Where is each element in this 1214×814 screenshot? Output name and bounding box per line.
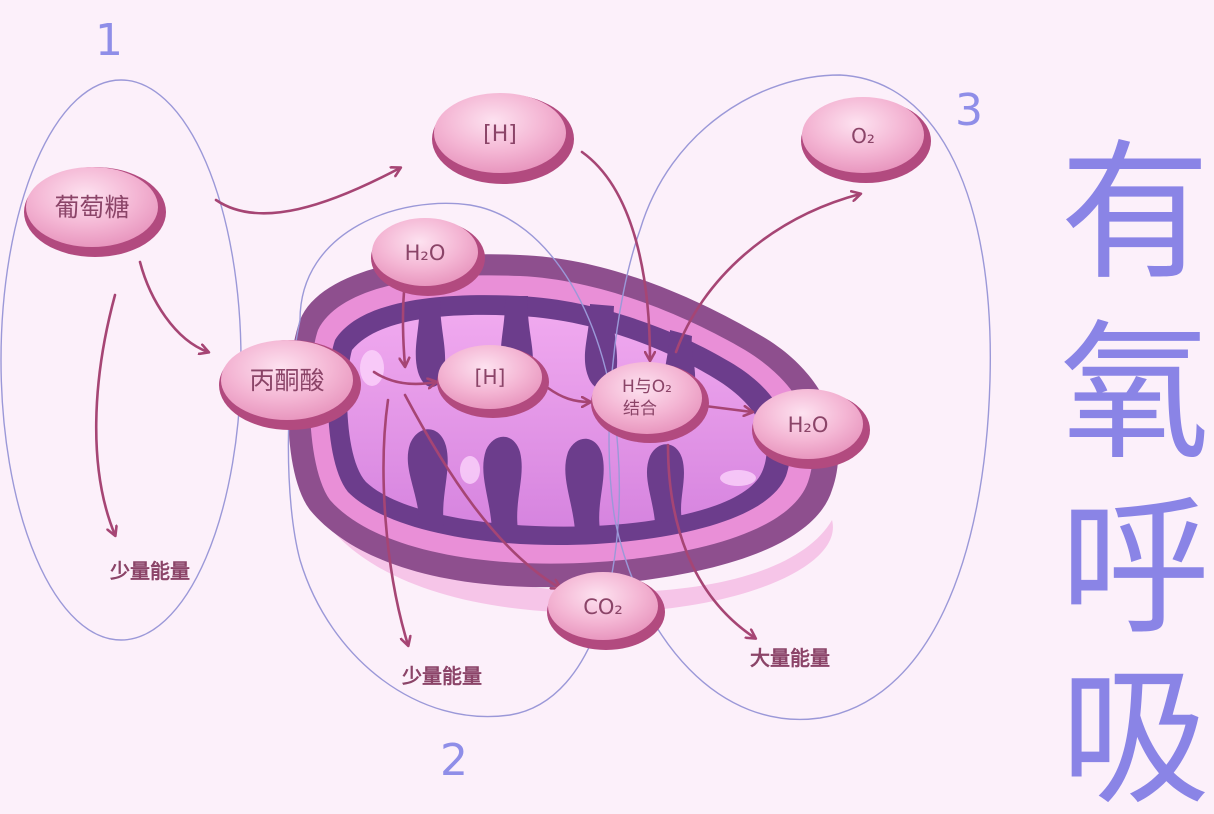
oxygen-label: O₂ bbox=[851, 124, 875, 148]
stage3-outline bbox=[608, 74, 992, 721]
arrow-glucose-to-pyruvate bbox=[138, 260, 208, 352]
co2-label: CO₂ bbox=[583, 595, 623, 619]
combine-label-line1: H与O₂ bbox=[622, 377, 672, 397]
h-mid-label: [H] bbox=[475, 365, 506, 389]
arrow-water-down bbox=[403, 290, 405, 366]
title-char-3: 呼 bbox=[1060, 482, 1210, 656]
h-top-label: [H] bbox=[483, 122, 517, 147]
energy-label-stage3: 大量能量 bbox=[750, 646, 830, 670]
arrow-h-mid-to-combine bbox=[546, 386, 590, 402]
water-in-label: H₂O bbox=[405, 241, 446, 265]
node-h-mid: [H] bbox=[437, 345, 549, 418]
mitochondrion bbox=[288, 254, 839, 613]
arrow-pyruvate-to-co2 bbox=[403, 393, 560, 588]
stage-number-2: 2 bbox=[440, 735, 468, 786]
node-water-out: H₂O bbox=[752, 389, 870, 469]
energy-label-stage2: 少量能量 bbox=[401, 664, 482, 688]
nodes: 葡萄糖 [H] H₂O 丙酮酸 [H] H与O₂ bbox=[24, 93, 931, 650]
stage-number-3: 3 bbox=[955, 85, 983, 136]
node-glucose: 葡萄糖 bbox=[24, 167, 166, 257]
diagram-title: 有 氧 呼 吸 bbox=[1060, 127, 1210, 814]
water-out-label: H₂O bbox=[788, 413, 829, 437]
node-h-top: [H] bbox=[432, 93, 574, 184]
arrows bbox=[94, 150, 860, 645]
stage1-outline bbox=[0, 79, 242, 641]
arrow-glucose-to-h bbox=[214, 168, 400, 215]
combine-label-line2: 结合 bbox=[623, 399, 657, 419]
matrix-highlights bbox=[360, 350, 756, 486]
arrow-pyruvate-to-h bbox=[372, 370, 436, 384]
arrow-combine-to-o2 bbox=[674, 194, 860, 354]
arrow-glucose-to-energy1 bbox=[94, 293, 115, 535]
glucose-label: 葡萄糖 bbox=[54, 193, 129, 222]
title-char-2: 氧 bbox=[1060, 307, 1210, 481]
node-oxygen: O₂ bbox=[801, 97, 931, 183]
stage-number-1: 1 bbox=[95, 15, 123, 66]
pyruvate-label: 丙酮酸 bbox=[249, 366, 324, 395]
energy-label-stage1: 少量能量 bbox=[109, 559, 190, 583]
node-pyruvate: 丙酮酸 bbox=[219, 340, 361, 430]
node-combine: H与O₂ 结合 bbox=[591, 362, 709, 443]
arrow-h-top-down bbox=[580, 150, 650, 360]
title-char-4: 吸 bbox=[1060, 652, 1210, 814]
arrow-combine-to-water bbox=[703, 404, 752, 412]
arrow-combine-to-energy3 bbox=[666, 443, 755, 638]
title-char-1: 有 bbox=[1060, 127, 1210, 301]
node-co2: CO₂ bbox=[547, 572, 665, 650]
arrow-pyruvate-to-energy2 bbox=[382, 398, 408, 645]
cristae bbox=[407, 296, 696, 530]
node-water-in: H₂O bbox=[371, 218, 485, 296]
